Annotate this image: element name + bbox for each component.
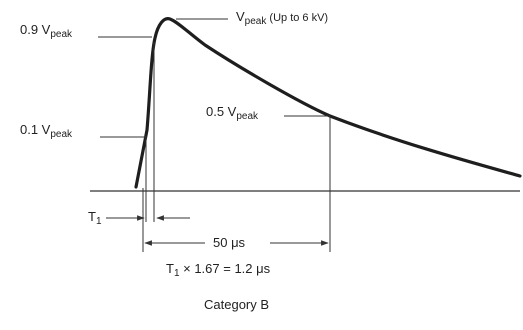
- label-0.9-vpeak: 0.9 Vpeak: [20, 22, 73, 40]
- label-0.1-vpeak: 0.1 Vpeak: [20, 122, 73, 140]
- label-vpeak: Vpeak (Up to 6 kV): [236, 9, 329, 27]
- label-t1: T1: [88, 209, 102, 227]
- label-duration: 50 μs: [213, 235, 246, 250]
- label-formula: T1 × 1.67 = 1.2 μs: [166, 261, 271, 279]
- label-0.5-vpeak: 0.5 Vpeak: [206, 104, 259, 122]
- caption: Category B: [204, 297, 270, 312]
- surge-waveform-curve: [134, 17, 522, 189]
